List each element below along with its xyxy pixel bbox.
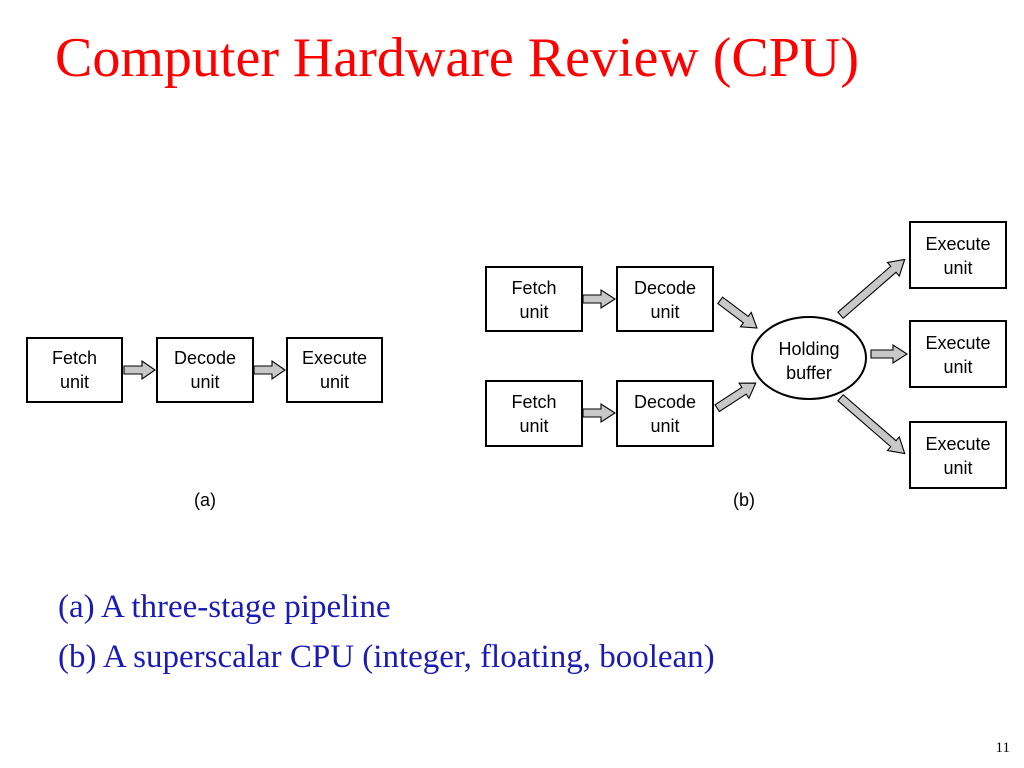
execute-unit-top-box: Execute unit [909, 221, 1007, 289]
figure-captions: (a) A three-stage pipeline (b) A supersc… [58, 582, 715, 682]
decode-unit-top-box: Decode unit [616, 266, 714, 332]
decode-unit-label-line1: Decode [174, 348, 236, 368]
superscalar-diagram: Fetch unit Decode unit Fetch unit Decode… [485, 221, 1007, 510]
decode-unit-label-line2: unit [190, 372, 219, 392]
holding-buffer-ellipse: Holding buffer [751, 316, 867, 400]
decode-unit-bottom-label-line2: unit [650, 416, 679, 436]
execute-unit-label-line2: unit [320, 372, 349, 392]
fetch-unit-bottom-label-line2: unit [519, 416, 548, 436]
buffer-to-execute-top-arrow [837, 258, 906, 320]
buffer-to-execute-middle-arrow [870, 343, 909, 365]
fetch-to-decode-bottom-arrow [582, 402, 617, 424]
page-number: 11 [995, 740, 1010, 756]
decode-unit-top-label-line2: unit [650, 302, 679, 322]
caption-a: (a) A three-stage pipeline [58, 589, 391, 625]
decode-top-to-buffer-arrow [717, 296, 758, 329]
execute-unit-bottom-label-line1: Execute [925, 434, 990, 454]
fetch-to-decode-arrow [123, 359, 156, 381]
decode-bottom-to-buffer-arrow [714, 382, 757, 413]
slide-title: Computer Hardware Review (CPU) [55, 27, 860, 89]
caption-b: (b) A superscalar CPU (integer, floating… [58, 639, 715, 675]
fetch-unit-top-box: Fetch unit [485, 266, 583, 332]
decode-unit-bottom-label-line1: Decode [634, 392, 696, 412]
fetch-unit-bottom-box: Fetch unit [485, 380, 583, 447]
execute-unit-box: Execute unit [286, 337, 383, 403]
execute-unit-top-label-line2: unit [943, 258, 972, 278]
buffer-to-execute-bottom-arrow [837, 393, 906, 455]
diagram-a-label: (a) [194, 490, 216, 510]
decode-unit-top-label-line1: Decode [634, 278, 696, 298]
execute-unit-top-label-line1: Execute [925, 234, 990, 254]
fetch-unit-box: Fetch unit [26, 337, 123, 403]
fetch-unit-top-label-line2: unit [519, 302, 548, 322]
execute-unit-middle-box: Execute unit [909, 320, 1007, 388]
holding-buffer-label-line1: Holding [778, 339, 839, 359]
execute-unit-bottom-label-line2: unit [943, 458, 972, 478]
execute-unit-label-line1: Execute [302, 348, 367, 368]
decode-to-execute-arrow [253, 359, 286, 381]
fetch-to-decode-top-arrow [582, 288, 617, 310]
execute-unit-middle-label-line1: Execute [925, 333, 990, 353]
holding-buffer-label-line2: buffer [786, 363, 832, 383]
execute-unit-middle-label-line2: unit [943, 357, 972, 377]
diagram-b-label: (b) [733, 490, 755, 510]
execute-unit-bottom-box: Execute unit [909, 421, 1007, 489]
fetch-unit-bottom-label-line1: Fetch [511, 392, 556, 412]
decode-unit-bottom-box: Decode unit [616, 380, 714, 447]
fetch-unit-label-line1: Fetch [52, 348, 97, 368]
fetch-unit-top-label-line1: Fetch [511, 278, 556, 298]
pipeline-diagram: Fetch unit Decode unit Execute unit (a) [26, 337, 383, 510]
fetch-unit-label-line2: unit [60, 372, 89, 392]
decode-unit-box: Decode unit [156, 337, 254, 403]
